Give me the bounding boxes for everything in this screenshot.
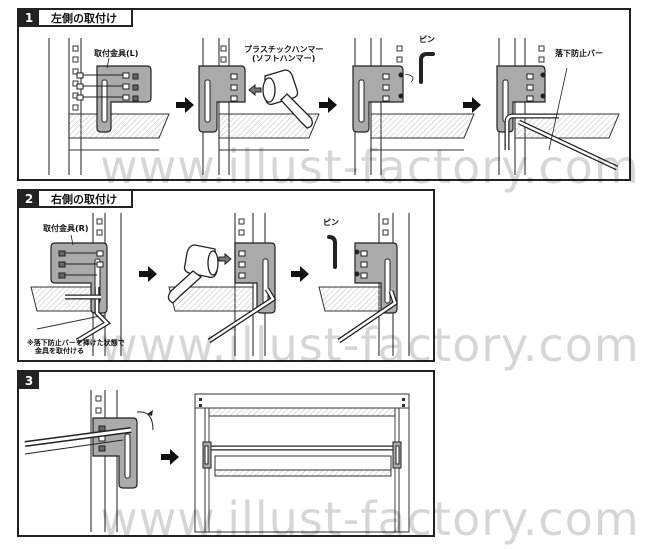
hammer-label-line2: (ソフトハンマー) (252, 54, 315, 63)
rotate-arrow-icon (147, 410, 153, 416)
fall-prevention-bar-2b (207, 287, 277, 344)
note-line-1: ※落下防止バーを挿けた状態で (27, 339, 125, 347)
step-1-title: 左側の取付け (51, 11, 117, 25)
step-3-header: 3 (19, 372, 39, 389)
fall-prevention-bar-2a (65, 287, 112, 344)
arrow-1c (463, 97, 481, 113)
step-3-illustration (24, 390, 410, 533)
step-1-number: 1 (19, 10, 39, 25)
shelf-1a (68, 113, 170, 151)
fall-prevention-bar-2c (337, 290, 398, 344)
step-3-number: 3 (19, 372, 39, 389)
step-2-panel: 取付金具(R) (17, 189, 435, 362)
arrow-1b (319, 97, 337, 113)
shelf-1c (370, 113, 475, 151)
pin-label-2: ピン (323, 217, 339, 227)
right-bracket-label: 取付金具(R) (43, 223, 88, 233)
fall-prevention-bar-1d (504, 67, 619, 171)
pin-icon-2 (327, 235, 337, 269)
rack-post-1a (48, 38, 82, 175)
pin-label-1: ピン (419, 34, 435, 44)
left-bracket-label: 取付金具(L) (94, 48, 138, 58)
pin-icon-1 (404, 52, 435, 84)
fall-bar-label: 落下防止バー (555, 48, 603, 58)
rack-post-3a (90, 390, 118, 532)
hammer-label-line1: プラスチックハンマー (244, 44, 323, 54)
step-2-header: 2 右側の取付け (19, 191, 133, 208)
hammer-strike-arrow-2 (218, 252, 232, 266)
arrow-2a (139, 266, 157, 282)
arrow-2b (291, 266, 309, 282)
shelf-1b (218, 113, 320, 151)
plastic-hammer-icon (262, 69, 313, 129)
fall-prevention-bar-3a (24, 427, 132, 455)
note-line-2: 金具を取付ける (35, 347, 84, 355)
right-bracket-2c (354, 242, 398, 314)
arrow-3a (161, 449, 179, 465)
step-2-title: 右側の取付け (51, 192, 117, 206)
step-1-panel: 取付金具(L) プラスチックハンマー (ソフトハンマー) (17, 8, 631, 181)
left-bracket-1c (352, 65, 404, 133)
left-bracket-1b (198, 65, 246, 133)
rack-front-view (194, 393, 410, 533)
note-text: ※落下防止バーを挿けた状態で 金具を取付ける (27, 339, 125, 355)
arrow-1a (176, 97, 194, 113)
step-1-header: 1 左側の取付け (19, 10, 133, 27)
step-1-illustration: 取付金具(L) プラスチックハンマー (ソフトハンマー) (48, 34, 620, 175)
left-bracket-1a (76, 57, 152, 133)
hammer-strike-arrow (248, 83, 262, 97)
plastic-hammer-icon-2 (167, 244, 219, 304)
step-2-illustration: 取付金具(R) (30, 213, 410, 356)
step-2-number: 2 (19, 191, 39, 206)
step-3-panel: 3 (17, 370, 435, 537)
